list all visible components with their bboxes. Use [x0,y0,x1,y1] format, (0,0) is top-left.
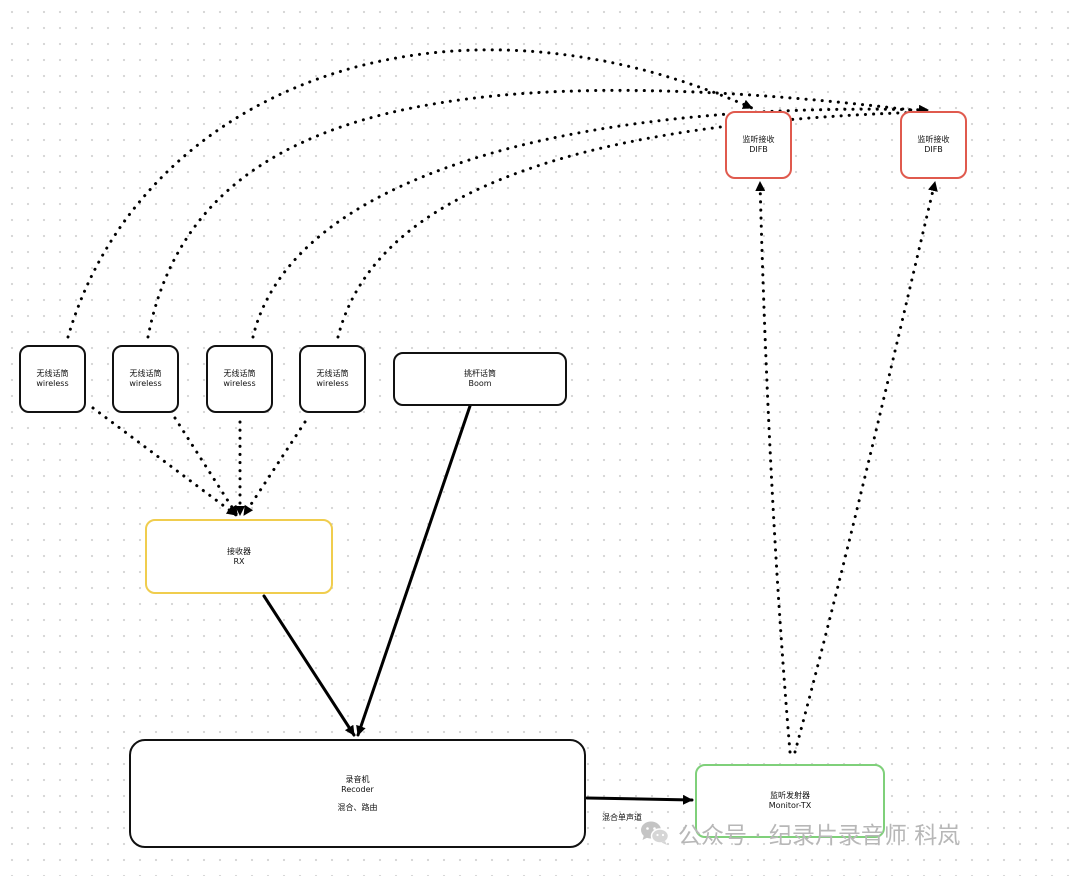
wireless-mic-4-node: 无线话筒 wireless [299,345,366,413]
boom-mic-label-zh: 挑杆话筒 [464,369,496,378]
mix-mono-label: 混合单声道 [602,813,642,822]
monitor-receiver-2-label-en: DIFB [924,145,943,154]
boom-mic-node: 挑杆话筒 Boom [393,352,567,406]
wireless-mic-2-node: 无线话筒 wireless [112,345,179,413]
monitor-tx-to-monitor-rx-1-arrow [755,180,792,754]
wireless-4-to-monitor-rx-2-arrow [336,107,930,339]
wireless-4-to-receiver-arrow [242,420,307,517]
watermark: 公众号 · 纪录片录音师 科岚 [640,816,960,850]
wireless-mic-2-label-en: wireless [129,379,162,388]
wireless-2-to-receiver-arrow [173,416,239,517]
recorder-label-zh: 录音机 [345,774,370,784]
wireless-2-to-monitor-rx-2-arrow [146,88,930,339]
monitor-receiver-2-node: 监听接收 DIFB [900,111,967,179]
recorder-note: 混合、路由 [337,802,378,812]
recorder-to-monitor-tx-arrow [585,794,694,805]
wireless-1-to-monitor-rx-1-arrow [66,48,754,339]
monitor-receiver-1-label-zh: 监听接收 [742,135,775,144]
wireless-1-to-receiver-arrow [91,406,238,517]
boom-mic-label-en: Boom [468,379,492,388]
recorder-node: 录音机 Recoder 混合、路由 [129,739,586,848]
receiver-to-recorder-arrow [262,594,356,737]
wireless-mic-2-label-zh: 无线话筒 [129,369,162,378]
watermark-text: 公众号 · 纪录片录音师 科岚 [678,823,961,849]
wireless-3-to-monitor-rx-2-arrow [251,104,930,339]
monitor-transmitter-node: 监听发射器 Monitor-TX [695,764,885,838]
wireless-mic-1-label-en: wireless [36,379,69,388]
wireless-mic-4-label-zh: 无线话筒 [316,369,349,378]
wireless-mic-1-node: 无线话筒 wireless [19,345,86,413]
wireless-mic-3-label-zh: 无线话筒 [223,369,256,378]
monitor-receiver-1-node: 监听接收 DIFB [725,111,792,179]
wireless-mic-4-label-en: wireless [316,379,349,388]
wechat-icon [641,821,670,845]
receiver-node: 接收器 RX [145,519,333,594]
monitor-receiver-1-label-en: DIFB [749,145,768,154]
boom-to-recorder-arrow [356,404,472,737]
recorder-label-en: Recoder [341,784,374,794]
wireless-mic-1-label-zh: 无线话筒 [36,369,69,378]
monitor-transmitter-label-zh: 监听发射器 [770,791,810,800]
wireless-mic-3-label-en: wireless [223,379,256,388]
monitor-receiver-2-label-zh: 监听接收 [917,135,950,144]
wireless-mic-3-node: 无线话筒 wireless [206,345,273,413]
receiver-label-zh: 接收器 [227,546,251,556]
monitor-tx-to-monitor-rx-2-arrow [793,180,938,754]
monitor-transmitter-label-en: Monitor-TX [768,801,812,810]
receiver-label-en: RX [233,556,245,566]
